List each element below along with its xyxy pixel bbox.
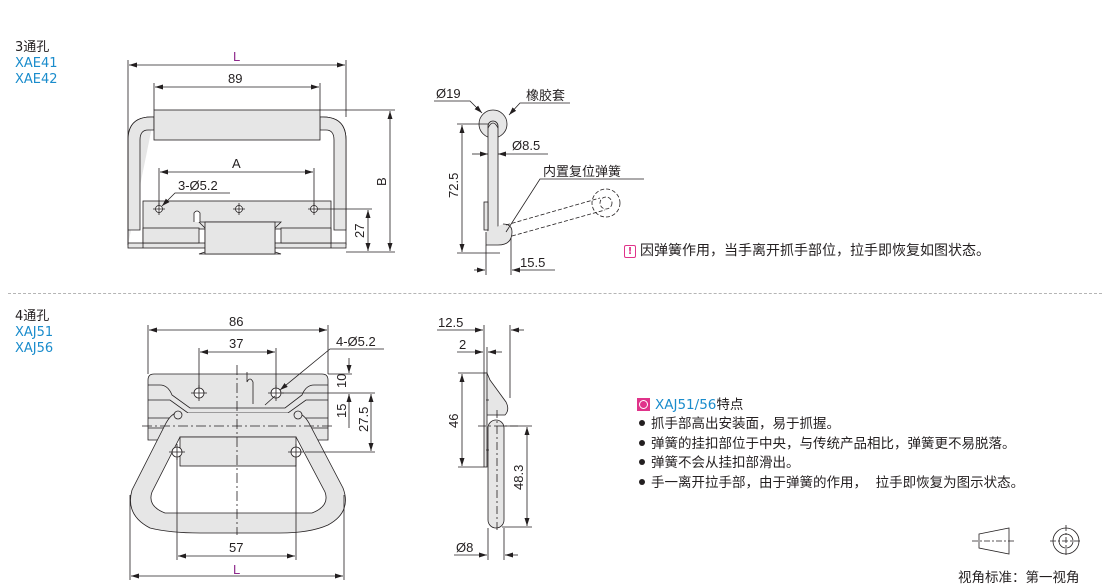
spring-label: 内置复位弹簧 — [543, 164, 621, 179]
feature-item: 弹簧不会从挂扣部滑出。 — [637, 454, 1024, 474]
dim-89: 89 — [228, 71, 242, 86]
xae-side-view — [434, 100, 644, 275]
dim-86: 86 — [229, 314, 243, 329]
model-code: XAE41 — [15, 56, 58, 71]
bullet-icon — [639, 420, 645, 426]
features-model: XAJ51/56 — [655, 397, 717, 413]
model-code: XAE42 — [15, 72, 58, 87]
dim-d19: Ø19 — [436, 86, 461, 101]
dim-57: 57 — [229, 540, 243, 555]
section-divider — [8, 293, 1102, 294]
features-suffix: 特点 — [716, 397, 744, 413]
exclamation-icon: ! — [624, 244, 636, 258]
dim-2: 2 — [459, 337, 466, 352]
features-block: XAJ51/56特点 抓手部高出安装面，易于抓握。 弹簧的挂扣部位于中央，与传统… — [637, 396, 1024, 493]
xaj-side-view — [437, 325, 532, 560]
xae-front-view — [127, 60, 395, 255]
feature-text: 弹簧的挂扣部位于中央，与传统产品相比，弹簧更不易脱落。 — [651, 435, 1016, 452]
dim-A: A — [232, 156, 241, 171]
dim-L: L — [233, 49, 240, 64]
dim-483: 48.3 — [511, 465, 526, 490]
dim-155: 15.5 — [520, 255, 545, 270]
features-title: XAJ51/56特点 — [637, 396, 1024, 415]
model-code: XAJ56 — [15, 341, 54, 356]
dim-holes: 3-Ø5.2 — [178, 178, 218, 193]
feature-text: 手一离开拉手部，由于弹簧的作用， 拉手即恢复为图示状态。 — [651, 474, 1025, 491]
dim-B: B — [374, 177, 389, 186]
feature-item: 抓手部高出安装面，易于抓握。 — [637, 415, 1024, 435]
section2-holes-label: 4通孔 — [15, 309, 50, 324]
dim-725: 72.5 — [446, 173, 461, 198]
bullet-icon — [639, 459, 645, 465]
dim-275: 27.5 — [356, 407, 371, 432]
dim-46: 46 — [446, 414, 461, 428]
dim-d85: Ø8.5 — [512, 138, 540, 153]
dim-holes: 4-Ø5.2 — [336, 334, 376, 349]
bullet-icon — [639, 478, 645, 485]
model-code: XAJ51 — [15, 325, 54, 340]
dim-15: 15 — [334, 404, 349, 418]
dim-125: 12.5 — [438, 315, 463, 330]
dim-37: 37 — [229, 336, 243, 351]
feature-item: 弹簧的挂扣部位于中央，与传统产品相比，弹簧更不易脱落。 — [637, 435, 1024, 455]
section1-holes-label: 3通孔 — [15, 40, 50, 55]
circle-marker-icon — [637, 398, 650, 411]
dim-10: 10 — [334, 374, 349, 388]
first-angle-projection-icon — [972, 525, 1082, 557]
spring-note: ! 因弹簧作用，当手离开抓手部位，拉手即恢复如图状态。 — [624, 240, 990, 260]
dim-27: 27 — [352, 224, 367, 238]
feature-text: 弹簧不会从挂扣部滑出。 — [651, 455, 800, 471]
xaj-front-view — [129, 325, 384, 580]
feature-text: 抓手部高出安装面，易于抓握。 — [651, 416, 840, 432]
projection-label: 视角标准：第一视角 — [958, 570, 1080, 586]
note-text: 因弹簧作用，当手离开抓手部位，拉手即恢复如图状态。 — [640, 243, 990, 259]
feature-item: 手一离开拉手部，由于弹簧的作用， 拉手即恢复为图示状态。 — [637, 474, 1024, 494]
dim-d8: Ø8 — [456, 540, 473, 555]
bullet-icon — [639, 439, 645, 446]
rubber-sleeve-label: 橡胶套 — [526, 88, 565, 103]
dim-L: L — [233, 562, 240, 577]
